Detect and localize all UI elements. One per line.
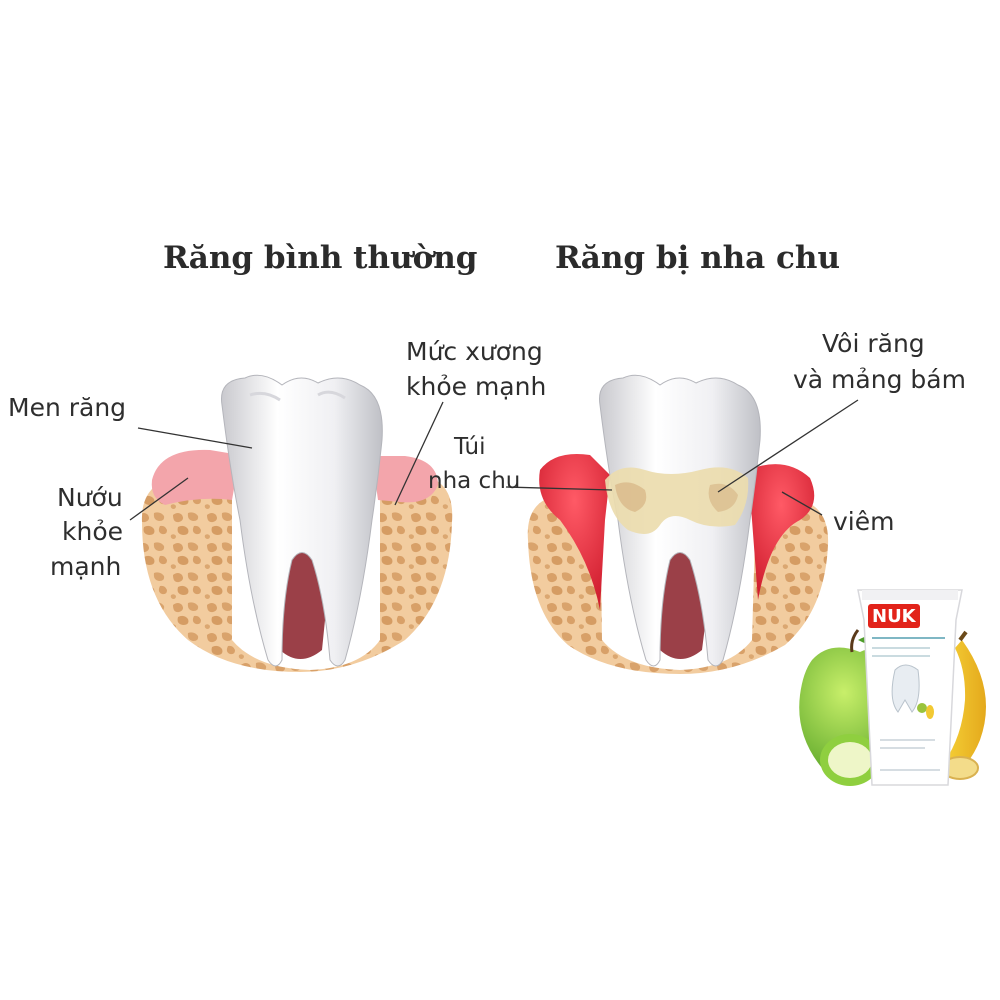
- label-bone-level-2: khỏe mạnh: [406, 372, 546, 401]
- periodontal-bone: [527, 495, 829, 674]
- label-pocket-2: nha chu: [428, 468, 520, 494]
- inflamed-gum-right: [748, 464, 815, 600]
- label-pocket-1: Túi: [453, 434, 486, 460]
- label-tartar-2: và mảng bám: [793, 365, 966, 394]
- label-tartar-1: Vôi răng: [822, 329, 925, 358]
- title-periodontal-tooth: Răng bị nha chu: [555, 240, 840, 276]
- periodontal-tooth: [598, 374, 761, 667]
- healthy-tooth: [220, 374, 383, 667]
- label-healthy-gum-1: Nướu: [57, 483, 123, 512]
- label-inflamed: viêm: [833, 507, 894, 536]
- label-healthy-gum-3: mạnh: [50, 552, 121, 581]
- label-healthy-gum-2: khỏe: [62, 517, 123, 546]
- toothpaste-tube: NUK: [857, 589, 963, 786]
- periodontal-tooth-illustration: [527, 374, 829, 674]
- healthy-gum-right: [372, 456, 438, 503]
- label-bone-level-1: Mức xương: [406, 337, 543, 366]
- inflamed-gum-left: [539, 454, 610, 610]
- tartar-plaque: [605, 467, 749, 534]
- title-normal-tooth: Răng bình thường: [163, 240, 477, 276]
- healthy-bone: [141, 470, 453, 672]
- product-brand-logo: NUK: [872, 606, 917, 627]
- healthy-tooth-illustration: [141, 374, 453, 672]
- healthy-gum: [151, 449, 240, 505]
- product-image: NUK: [799, 589, 986, 786]
- label-enamel: Men răng: [8, 393, 126, 422]
